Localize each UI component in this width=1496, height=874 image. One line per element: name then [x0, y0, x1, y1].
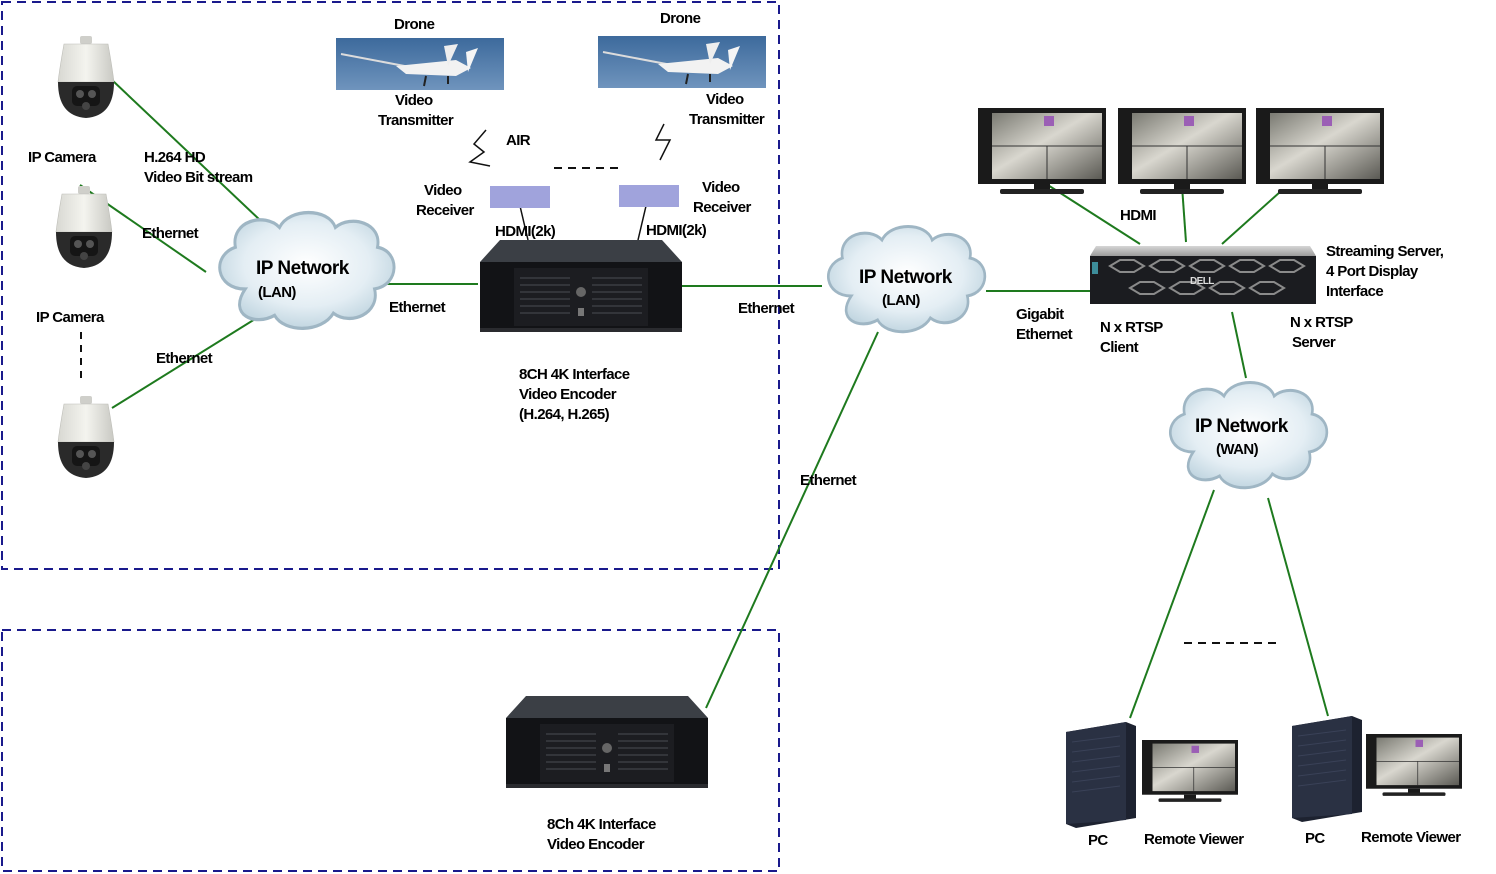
server-desc-line1: Streaming Server, — [1326, 243, 1444, 260]
link-server-monitor3 — [1221, 191, 1281, 245]
stream-label-line2: Video Bit stream — [144, 169, 253, 186]
ethernet-label: Ethernet — [142, 225, 199, 242]
ethernet-label: Ethernet — [738, 300, 795, 317]
cloud-lan2-sub: (LAN) — [882, 292, 920, 309]
server-desc-line2: 4 Port Display — [1326, 263, 1418, 280]
hdmi-link-2 — [637, 205, 647, 241]
encoder-label-line1: 8CH 4K Interface — [519, 366, 630, 383]
link-server-wan — [1231, 311, 1247, 379]
transmitter-label-line2: Transmitter — [689, 111, 765, 128]
rtsp-client-line2: Client — [1100, 339, 1139, 356]
link-lan2-encoder2 — [705, 331, 879, 709]
display-monitor-icon — [1255, 107, 1385, 195]
remote-viewer-label: Remote Viewer — [1361, 829, 1461, 846]
rtsp-client-line1: N x RTSP — [1100, 319, 1163, 336]
ethernet-label: Ethernet — [800, 472, 857, 489]
transmitter-label-line2: Transmitter — [378, 112, 454, 129]
receiver-label-line2: Receiver — [416, 202, 474, 219]
hdmi-link-1 — [519, 205, 529, 241]
encoder2-label-line1: 8Ch 4K Interface — [547, 816, 656, 833]
cloud-lan1-title: IP Network — [256, 258, 349, 279]
encoder-label-line3: (H.264, H.265) — [519, 406, 610, 423]
server-brand: DELL — [1190, 276, 1214, 287]
link-camera1-lan1 — [111, 79, 263, 223]
link-server-monitor2 — [1181, 185, 1187, 243]
display-monitor-icon — [1117, 107, 1247, 195]
stream-label-line1: H.264 HD — [144, 149, 206, 166]
ethernet-label: Ethernet — [389, 299, 446, 316]
remote-viewer-monitor-icon — [1365, 733, 1463, 797]
hdmi-label: HDMI(2k) — [495, 223, 556, 240]
remote-viewer-label: Remote Viewer — [1144, 831, 1244, 848]
ip-camera-icon — [57, 395, 115, 479]
links — [79, 79, 1329, 719]
air-label: AIR — [506, 132, 531, 149]
ip-camera-icon — [55, 185, 113, 269]
link-wan-pc2 — [1267, 497, 1329, 717]
ip-camera-icon — [57, 35, 115, 119]
display-monitor-icon — [977, 107, 1107, 195]
drone-icon — [335, 37, 505, 91]
pc-label: PC — [1088, 832, 1108, 849]
transmitter-label-line1: Video — [395, 92, 433, 109]
receiver-label-line1: Video — [424, 182, 462, 199]
cloud-lan1-sub: (LAN) — [258, 284, 296, 301]
drone-label: Drone — [394, 16, 435, 33]
drone-icon — [597, 35, 767, 89]
remote-viewer-monitor-icon — [1141, 739, 1239, 803]
encoder-label-line2: Video Encoder — [519, 386, 617, 403]
rtsp-server-line1: N x RTSP — [1290, 314, 1353, 331]
server-desc-line3: Interface — [1326, 283, 1384, 300]
cloud-wan-sub: (WAN) — [1216, 441, 1259, 458]
site-a-boundary — [1, 1, 780, 570]
encoder2-label-line2: Video Encoder — [547, 836, 645, 853]
wireless-icon — [468, 129, 491, 167]
link-wan-pc1 — [1129, 489, 1215, 719]
video-receiver-icon — [490, 186, 550, 208]
drone-label: Drone — [660, 10, 701, 27]
pc-tower-icon — [1065, 721, 1137, 829]
cloud-lan2-title: IP Network — [859, 267, 952, 288]
cloud-wan-title: IP Network — [1195, 416, 1288, 437]
pc-tower-icon — [1291, 715, 1363, 823]
video-receiver-icon — [619, 185, 679, 207]
gigabit-label-line2: Ethernet — [1016, 326, 1073, 343]
receiver-label-line2: Receiver — [693, 199, 751, 216]
hdmi-label: HDMI — [1120, 207, 1157, 224]
camera-label: IP Camera — [28, 149, 96, 166]
pc-label: PC — [1305, 830, 1325, 847]
rtsp-server-line2: Server — [1292, 334, 1336, 351]
streaming-server-icon — [1090, 246, 1316, 304]
hdmi-label: HDMI(2k) — [646, 222, 707, 239]
camera-label: IP Camera — [36, 309, 104, 326]
gigabit-label-line1: Gigabit — [1016, 306, 1064, 323]
receiver-label-line1: Video — [702, 179, 740, 196]
link-camera3-lan1 — [111, 315, 261, 409]
video-encoder-icon — [505, 695, 709, 789]
transmitter-label-line1: Video — [706, 91, 744, 108]
wireless-icon — [654, 123, 672, 161]
ethernet-label: Ethernet — [156, 350, 213, 367]
video-encoder-icon — [479, 239, 683, 333]
